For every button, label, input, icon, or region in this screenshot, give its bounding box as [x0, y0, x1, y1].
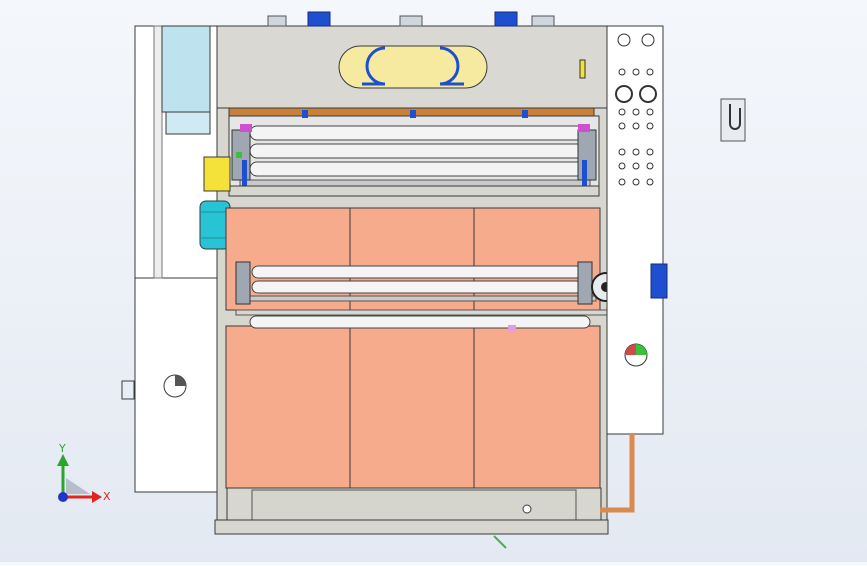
top-fitting-2 [399, 15, 423, 27]
upper-left-green-part [236, 152, 242, 158]
panel-button-5[interactable] [632, 108, 640, 116]
upper-left-magenta-part [240, 124, 252, 132]
top-blue-block-right [494, 11, 518, 27]
triad-plane-icon [66, 478, 90, 494]
middle-roller-shaft [235, 295, 597, 302]
observation-window-left-arc [362, 46, 386, 86]
panel-button-7[interactable] [618, 122, 626, 130]
panel-button-3[interactable] [646, 68, 654, 76]
upper-left-blue-stripe [242, 160, 247, 194]
coordinate-triad: Y X [57, 442, 111, 503]
triad-x-arrow-icon [92, 491, 102, 503]
left-cabinet-bracket [121, 380, 135, 400]
upper-roller-2 [249, 143, 585, 159]
panel-bearing-quarter-green [636, 344, 647, 355]
panel-slot [579, 59, 586, 79]
salmon-panel-upper-mid [349, 207, 475, 311]
observation-window [338, 45, 488, 89]
panel-button-15[interactable] [646, 162, 654, 170]
panel-button-grid[interactable] [618, 68, 654, 186]
panel-button-2[interactable] [632, 68, 640, 76]
lower-roller-bar [235, 309, 609, 316]
upper-right-magenta-part [578, 124, 590, 132]
panel-button-8[interactable] [632, 122, 640, 130]
salmon-panel-lower-left [225, 325, 351, 489]
floating-bracket-hook [729, 104, 741, 130]
panel-button-12[interactable] [646, 148, 654, 156]
middle-roller-2 [251, 280, 583, 294]
upper-blue-marker-1 [302, 110, 308, 118]
triad-x-label: X [103, 490, 111, 503]
panel-button-4[interactable] [618, 108, 626, 116]
pink-marker [508, 325, 516, 331]
panel-gauge-right[interactable] [639, 85, 657, 103]
upper-roller-1 [249, 125, 585, 141]
copper-pipe [600, 434, 635, 513]
floating-bracket [720, 98, 746, 142]
panel-button-9[interactable] [646, 122, 654, 130]
lower-roller [249, 315, 591, 329]
top-fitting-1 [267, 15, 287, 27]
top-fitting-3 [531, 15, 555, 27]
base-bolt [522, 504, 532, 514]
top-blue-block-left [307, 11, 331, 27]
panel-button-10[interactable] [618, 148, 626, 156]
panel-button-16[interactable] [618, 178, 626, 186]
upper-blue-marker-2 [410, 110, 416, 118]
panel-bearing-quarter-red [625, 344, 636, 355]
panel-indicator-2[interactable] [641, 33, 655, 47]
cyan-control-box [161, 25, 211, 113]
left-cabinet-inner-strip [153, 25, 163, 279]
panel-indicator-1[interactable] [617, 33, 631, 47]
panel-gauge-left[interactable] [615, 85, 633, 103]
panel-blue-latch[interactable] [650, 263, 668, 299]
right-control-panel [606, 25, 664, 435]
base-foot [214, 519, 609, 535]
panel-button-1[interactable] [618, 68, 626, 76]
panel-button-11[interactable] [632, 148, 640, 156]
yellow-gearbox [203, 156, 231, 192]
panel-button-18[interactable] [646, 178, 654, 186]
left-bearing-quarter [175, 375, 186, 386]
salmon-panel-lower-mid [349, 325, 475, 489]
cyan-control-box-base [165, 111, 211, 135]
triad-origin-icon [58, 492, 68, 502]
triad-y-arrow-icon [57, 454, 69, 466]
base-plinth-inner [251, 489, 577, 521]
upper-blue-marker-3 [522, 110, 528, 118]
middle-right-gear-stack [577, 261, 593, 305]
panel-button-14[interactable] [632, 162, 640, 170]
panel-button-13[interactable] [618, 162, 626, 170]
observation-window-right-arc [439, 46, 464, 86]
panel-button-6[interactable] [646, 108, 654, 116]
middle-left-gear-stack [235, 261, 251, 305]
bottom-green-marker [493, 535, 507, 549]
triad-y-label: Y [58, 442, 66, 455]
upper-roller-shaft [239, 179, 591, 187]
upper-bay-base [228, 185, 600, 197]
middle-roller-1 [251, 265, 583, 279]
upper-roller-3 [249, 161, 585, 177]
salmon-panel-lower-right [473, 325, 601, 489]
panel-button-17[interactable] [632, 178, 640, 186]
upper-right-blue-stripe [582, 160, 587, 194]
